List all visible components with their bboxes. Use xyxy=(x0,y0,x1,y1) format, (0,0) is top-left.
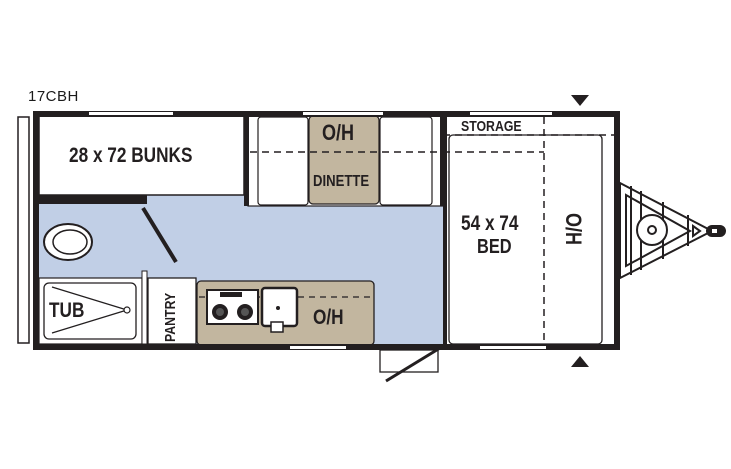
bed-overhead-label: O/H xyxy=(561,213,586,246)
bathroom-door xyxy=(141,206,178,264)
bed-label: BED xyxy=(477,236,512,258)
model-name: 17CBH xyxy=(28,88,79,105)
bunks-label: 28 x 72 BUNKS xyxy=(69,144,193,167)
slide-marker-icon xyxy=(571,356,589,367)
rear-bumper xyxy=(17,116,30,344)
bunks xyxy=(38,115,245,196)
kitchen-overhead-label: O/H xyxy=(313,306,344,329)
slide-marker-icon xyxy=(571,95,589,106)
hitch-icon xyxy=(619,181,726,280)
tub-icon xyxy=(43,282,137,340)
dinette-overhead-label: O/H xyxy=(322,120,355,145)
tub-label: TUB xyxy=(49,299,85,322)
door-icon[interactable] xyxy=(379,346,441,383)
stove-icon xyxy=(206,289,259,325)
bed-size-label: 54 x 74 xyxy=(461,212,519,235)
dinette-label: DINETTE xyxy=(313,173,370,190)
sink-icon xyxy=(260,286,299,333)
storage-label: STORAGE xyxy=(461,118,522,135)
pantry-label: PANTRY xyxy=(162,292,179,342)
